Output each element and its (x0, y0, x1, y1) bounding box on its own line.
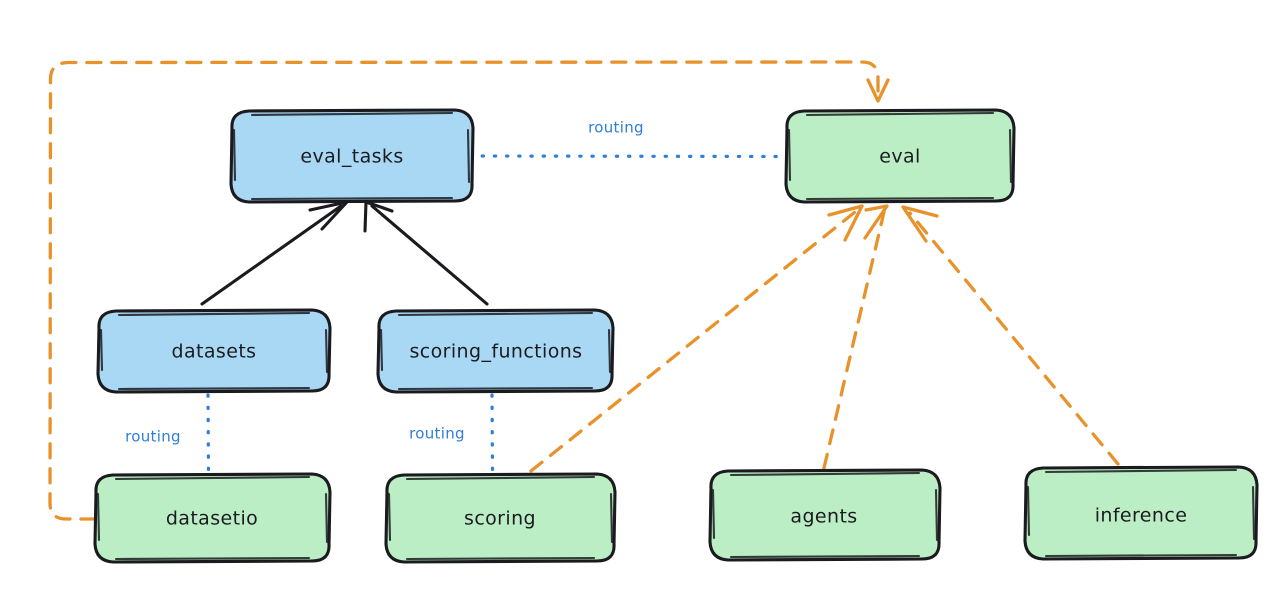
node-datasets[interactable]: datasets (96, 308, 332, 394)
edge-label-routing-eval-tasks-eval: routing (588, 119, 644, 137)
node-eval-tasks-sketch (232, 111, 471, 201)
node-eval-fill (786, 110, 1014, 202)
node-datasets-label: datasets (172, 341, 257, 363)
node-scoring[interactable]: scoring (384, 472, 617, 564)
edge-label-routing-datasets-datasetio: routing (125, 428, 181, 446)
edge-datasets-to-datasetio (206, 393, 211, 474)
node-scoring-functions[interactable]: scoring_functions (376, 308, 615, 394)
node-eval[interactable]: eval (784, 108, 1016, 204)
node-datasets-outline (96, 308, 332, 394)
node-datasetio[interactable]: datasetio (93, 472, 332, 564)
node-datasets-sketch (99, 311, 329, 391)
node-agents-label: agents (790, 506, 857, 528)
node-eval-label: eval (879, 146, 920, 168)
node-datasetio-outline (93, 472, 332, 564)
node-agents-fill (710, 470, 940, 560)
node-datasets-fill (98, 310, 330, 392)
edge-label-group: routing routing routing (125, 119, 644, 446)
node-scoring-outline (384, 472, 617, 564)
edge-agents-to-eval (822, 204, 889, 470)
node-inference-sketch (1026, 468, 1256, 558)
edge-label-routing-scoring-functions-scoring: routing (409, 425, 465, 443)
edge-scoring-functions-to-scoring (490, 393, 495, 474)
node-eval-tasks-outline (229, 108, 475, 204)
edge-scoring-functions-to-eval-tasks (363, 200, 489, 306)
node-agents-sketch (711, 471, 939, 559)
routing-edges (206, 154, 790, 474)
node-scoring-functions-outline (376, 308, 615, 394)
inheritance-edges (200, 200, 489, 306)
node-scoring-label: scoring (464, 508, 536, 530)
node-eval-tasks-fill (231, 110, 473, 202)
edge-scoring-to-eval (529, 204, 864, 473)
edge-datasetio-to-eval (48, 60, 890, 521)
node-datasetio-label: datasetio (166, 508, 258, 530)
edge-datasets-to-eval-tasks (200, 200, 349, 306)
node-eval-tasks[interactable]: eval_tasks (229, 108, 475, 204)
node-scoring-functions-sketch (379, 311, 612, 391)
node-scoring-fill (386, 474, 615, 562)
node-eval-outline (784, 108, 1016, 204)
node-agents-outline (708, 468, 942, 562)
node-inference[interactable]: inference (1023, 465, 1259, 561)
edge-inference-to-eval (901, 205, 1120, 466)
node-inference-fill (1025, 467, 1257, 559)
node-inference-outline (1023, 465, 1259, 561)
edge-eval-tasks-to-eval (468, 154, 790, 159)
node-datasetio-fill (95, 474, 330, 562)
node-agents[interactable]: agents (708, 468, 942, 562)
node-eval-sketch (787, 111, 1013, 201)
dependency-edges (48, 60, 1120, 521)
node-eval-tasks-label: eval_tasks (300, 146, 403, 168)
node-inference-label: inference (1095, 505, 1188, 527)
node-scoring-functions-fill (378, 310, 613, 392)
node-scoring-functions-label: scoring_functions (410, 341, 583, 363)
node-scoring-sketch (387, 475, 614, 561)
node-datasetio-sketch (96, 475, 329, 561)
